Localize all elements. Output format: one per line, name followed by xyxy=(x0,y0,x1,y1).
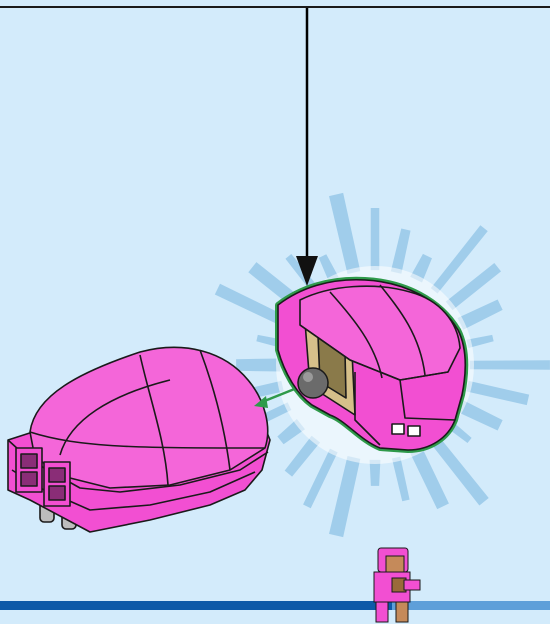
ball-joint xyxy=(298,368,328,398)
burst-ray xyxy=(236,358,280,371)
placement-arrow-down-icon xyxy=(296,8,318,286)
burst-ray xyxy=(329,456,360,537)
minifigure-icon xyxy=(374,548,420,622)
burst-ray xyxy=(329,193,360,274)
floor-bar-right xyxy=(392,601,550,610)
burst-ray xyxy=(470,360,550,369)
burst-ray xyxy=(303,449,338,509)
burst-ray xyxy=(391,229,411,274)
base-piece xyxy=(8,347,270,532)
burst-ray xyxy=(392,457,410,502)
burst-ray xyxy=(371,208,380,270)
floor-bar-left xyxy=(0,601,392,610)
burst-ray xyxy=(466,381,529,405)
